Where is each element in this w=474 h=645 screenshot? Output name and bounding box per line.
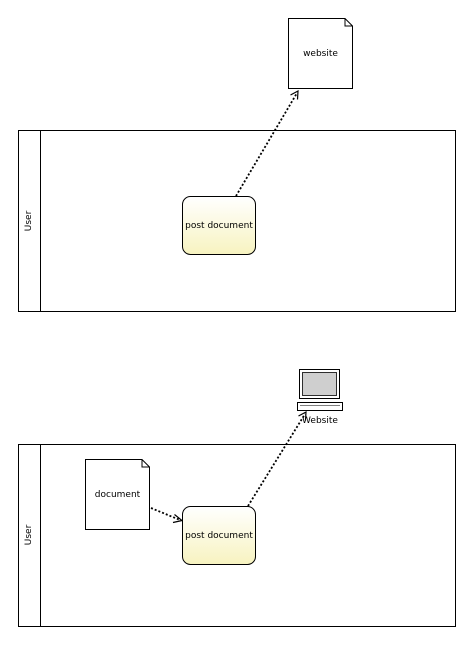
website-document-node[interactable]: website bbox=[288, 18, 353, 89]
post-document-activity[interactable]: post document bbox=[182, 196, 256, 255]
dependency-arrow bbox=[247, 410, 307, 507]
post-document-activity[interactable]: post document bbox=[182, 506, 256, 565]
swimlane-label: User bbox=[24, 210, 34, 231]
activity-label: post document bbox=[185, 221, 253, 231]
diagram-1: website User post document bbox=[18, 18, 456, 312]
computer-label: Website bbox=[302, 416, 338, 426]
dependency-arrow bbox=[235, 89, 299, 197]
computer-node[interactable]: Website bbox=[297, 369, 343, 427]
document-node[interactable]: document bbox=[85, 459, 150, 530]
computer-icon bbox=[297, 369, 343, 411]
document-label: document bbox=[95, 490, 141, 500]
swimlane-label: User bbox=[24, 524, 34, 545]
diagram-2: Website User document post document bbox=[18, 369, 456, 627]
website-document-label: website bbox=[303, 49, 338, 59]
activity-label: post document bbox=[185, 531, 253, 541]
